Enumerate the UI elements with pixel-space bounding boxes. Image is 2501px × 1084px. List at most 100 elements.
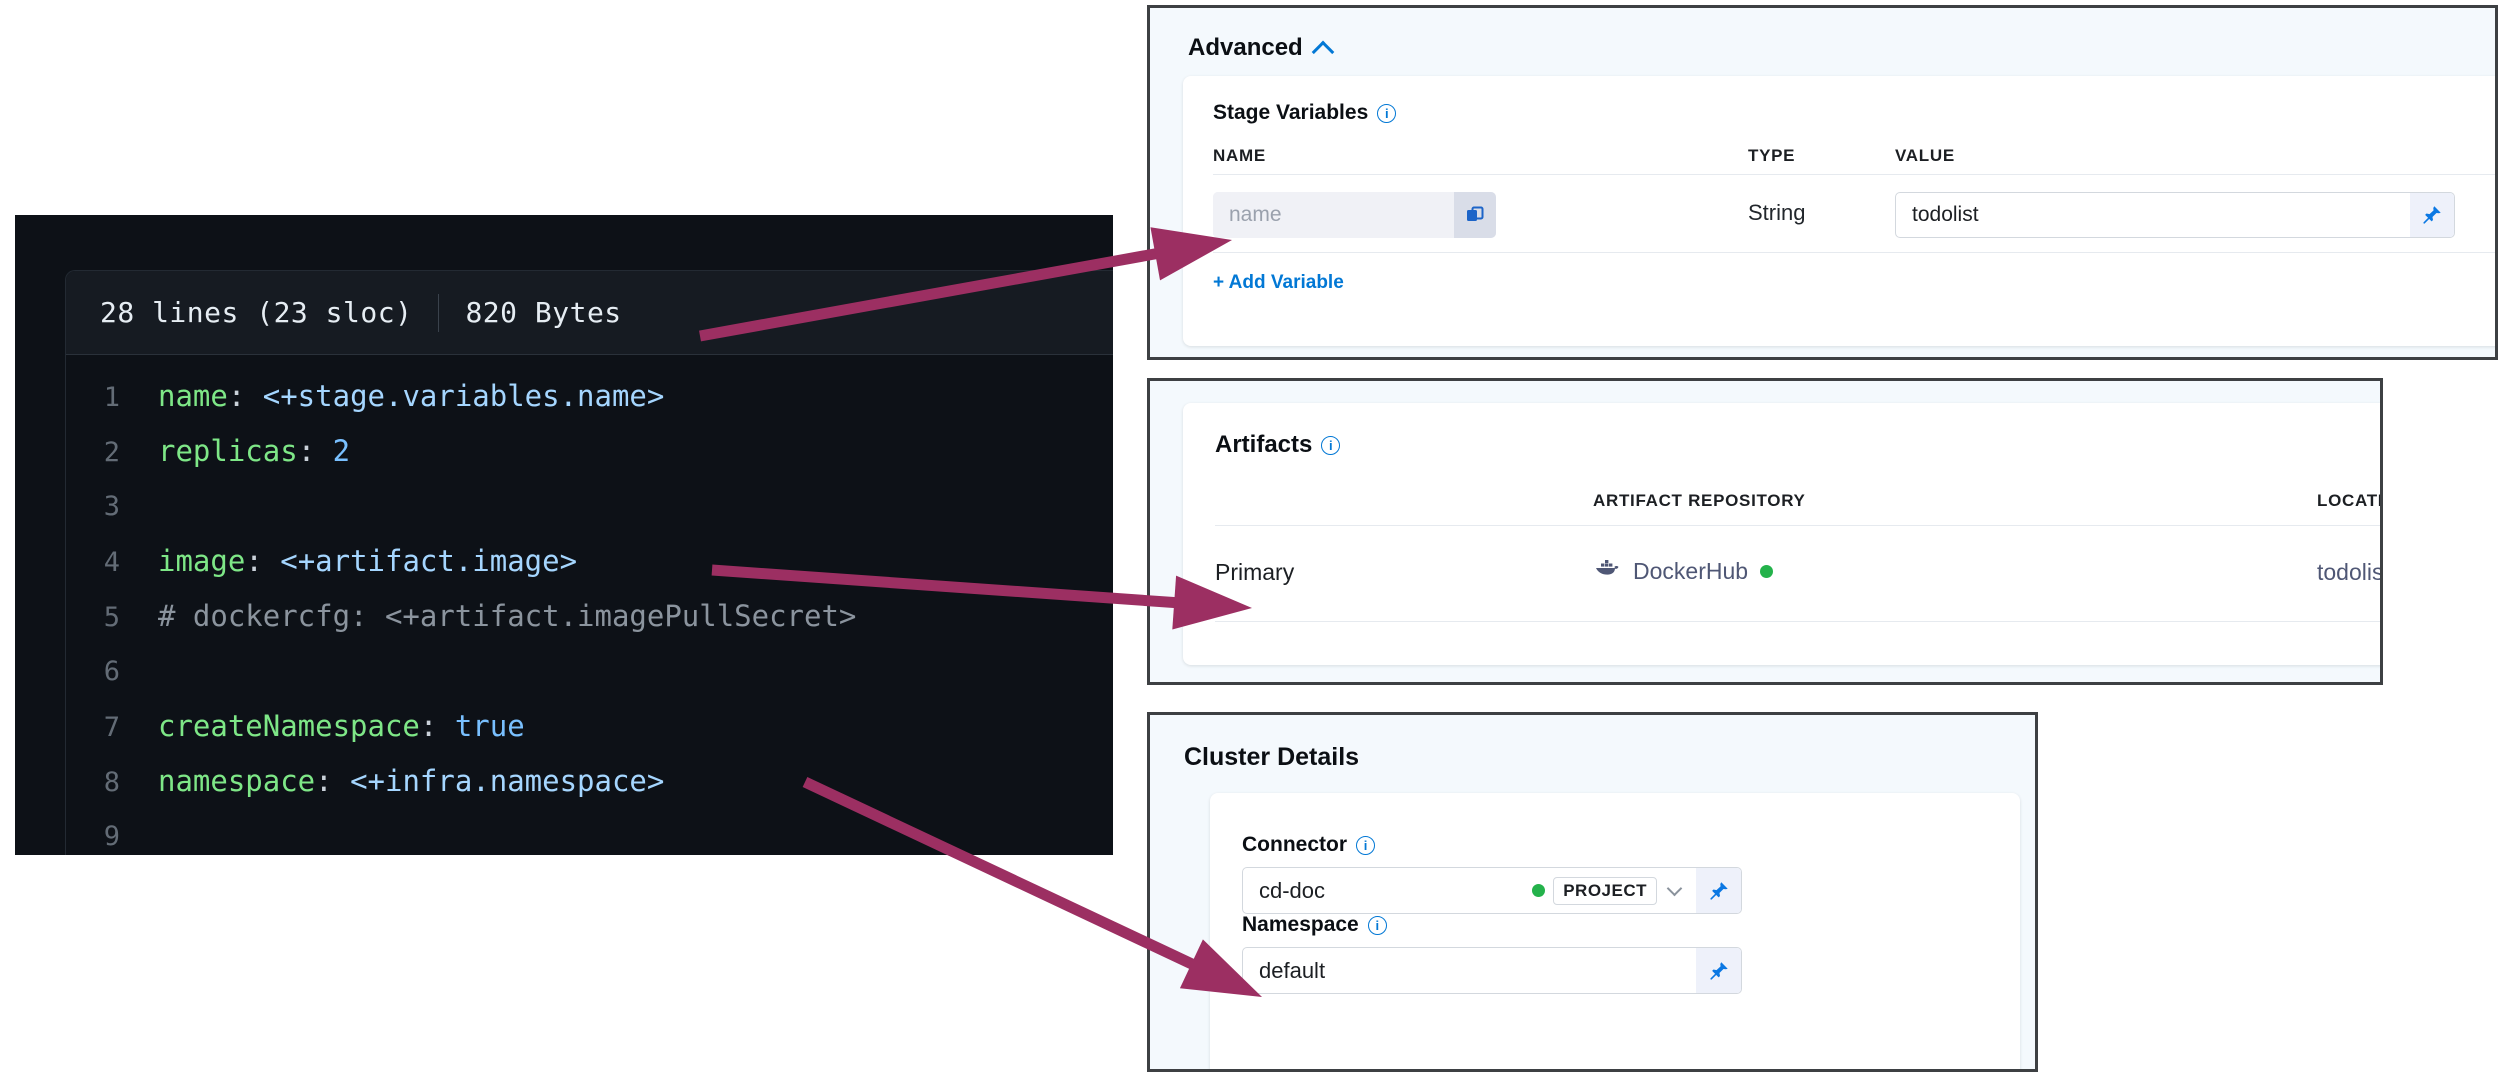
code-token-key: image (158, 544, 246, 578)
code-line-number: 6 (103, 656, 120, 687)
green-status-dot (1532, 884, 1546, 897)
code-token-value: <+stage.variables.name> (262, 379, 665, 413)
artifact-kind: Primary (1215, 559, 1295, 585)
advanced-section-screenshot: Advanced Stage Variables i NAME TYPE VAL… (1147, 5, 2498, 360)
artifacts-section-screenshot: Artifacts i ARTIFACT REPOSITORY LOCATION… (1147, 378, 2383, 685)
code-token-value: 2 (332, 434, 351, 468)
code-line-text: name: <+stage.variables.name> (158, 369, 664, 424)
code-line: 8 namespace: <+infra.namespace> (66, 754, 1113, 809)
stage-variables-card: Stage Variables i NAME TYPE VALUE name (1183, 76, 2495, 346)
artifacts-title-text: Artifacts (1215, 431, 1313, 458)
table-divider-bottom (1215, 621, 2380, 622)
variable-name-input[interactable]: name (1213, 192, 1496, 238)
column-header-value: VALUE (1895, 146, 1955, 165)
table-row[interactable]: Primary DockerHub (1215, 525, 2383, 621)
code-line-number: 9 (103, 821, 120, 852)
column-header-artifact-repository: ARTIFACT REPOSITORY (1593, 491, 1806, 510)
variable-value-input[interactable]: todolist (1895, 192, 2455, 238)
code-token-key: replicas (158, 434, 298, 468)
code-line-number: 7 (103, 712, 120, 743)
chevron-down-icon[interactable] (1666, 880, 1683, 896)
pin-icon[interactable] (1696, 948, 1741, 993)
code-line: 3 (66, 479, 1113, 534)
scope-chip: PROJECT (1553, 876, 1657, 905)
advanced-section-title: Advanced (1188, 34, 1303, 61)
namespace-label: Namespace i (1242, 913, 1387, 937)
code-line-text: image: <+artifact.image> (158, 534, 577, 589)
code-token-colon: : (297, 434, 333, 468)
code-token-key: createNamespace (158, 709, 420, 743)
code-token-colon: : (315, 764, 351, 798)
code-line-number: 3 (103, 491, 120, 522)
namespace-value: default (1259, 957, 1326, 983)
pin-icon[interactable] (1696, 868, 1741, 913)
variable-type-value: String (1748, 200, 1806, 225)
add-variable-button[interactable]: + Add Variable (1213, 272, 1344, 293)
artifact-location: todolist (2317, 559, 2383, 585)
advanced-section-header[interactable]: Advanced (1188, 34, 1335, 64)
code-token-comment: # dockercfg: <+artifact.imagePullSecret> (158, 599, 857, 633)
column-header-name: NAME (1213, 146, 1266, 165)
info-icon[interactable]: i (1321, 435, 1341, 455)
stage-variables-label-text: Stage Variables (1213, 101, 1369, 124)
code-line-text: createNamespace: true (158, 699, 525, 754)
connector-scope[interactable]: PROJECT (1532, 868, 1696, 913)
code-file-size: 820 Bytes (465, 296, 622, 329)
column-header-location: LOCATION (2317, 491, 2383, 510)
code-line-text: namespace: <+infra.namespace> (158, 754, 664, 809)
code-line-text: replicas: 2 (158, 424, 350, 479)
artifacts-title: Artifacts i (1215, 431, 1341, 459)
cluster-details-card: Connector i cd-doc PROJECT Name (1210, 793, 2020, 1069)
artifact-repository-cell: DockerHub (1593, 557, 1774, 585)
code-token-key: namespace (158, 764, 316, 798)
variable-value-text: todolist (1912, 203, 1979, 226)
code-token-colon: : (245, 544, 281, 578)
docker-whale-icon (1593, 557, 1621, 585)
code-token-colon: : (227, 379, 263, 413)
code-viewer-inner: 28 lines (23 sloc) 820 Bytes 1 name: <+st… (65, 270, 1113, 855)
code-token-value: <+infra.namespace> (350, 764, 665, 798)
namespace-label-text: Namespace (1242, 913, 1359, 936)
code-line-number: 4 (103, 547, 120, 578)
stage-variables-label: Stage Variables i (1213, 101, 1397, 125)
table-divider-bottom (1213, 252, 2495, 253)
table-divider-top (1213, 174, 2495, 175)
table-row: name String todolist (1213, 182, 2495, 250)
cluster-details-title: Cluster Details (1184, 743, 1360, 771)
cluster-details-screenshot: Cluster Details Connector i cd-doc PROJE… (1147, 712, 2038, 1072)
code-line: 7 createNamespace: true (66, 699, 1113, 754)
code-line-text: # dockercfg: <+artifact.imagePullSecret> (158, 589, 856, 644)
code-line-number: 8 (103, 767, 120, 798)
code-line: 4 image: <+artifact.image> (66, 534, 1113, 589)
artifacts-card: Artifacts i ARTIFACT REPOSITORY LOCATION… (1183, 403, 2383, 665)
connector-label-text: Connector (1242, 833, 1347, 856)
code-lines-count: 28 lines (23 sloc) (100, 296, 413, 329)
info-icon[interactable]: i (1356, 835, 1375, 855)
table-divider-top (1215, 525, 2380, 526)
code-viewer-header: 28 lines (23 sloc) 820 Bytes (66, 271, 1113, 355)
namespace-input[interactable]: default (1242, 947, 1742, 994)
column-header-type: TYPE (1748, 146, 1796, 165)
pin-icon[interactable] (2410, 193, 2454, 237)
code-line-number: 5 (103, 602, 120, 633)
code-token-colon: : (419, 709, 455, 743)
copy-icon[interactable] (1454, 192, 1496, 238)
connector-value: cd-doc (1259, 877, 1326, 903)
info-icon[interactable]: i (1367, 915, 1387, 935)
code-token-value: true (454, 709, 525, 743)
code-line-number: 1 (103, 382, 120, 413)
artifact-repository-name: DockerHub (1633, 557, 1749, 584)
code-line-number: 2 (103, 437, 120, 468)
green-status-dot (1760, 564, 1774, 578)
chevron-up-icon[interactable] (1311, 40, 1335, 64)
code-line: 1 name: <+stage.variables.name> (66, 369, 1113, 424)
code-line: 5 # dockercfg: <+artifact.imagePullSecret… (66, 589, 1113, 644)
code-line: 9 (66, 809, 1113, 855)
code-viewer-panel: 28 lines (23 sloc) 820 Bytes 1 name: <+st… (15, 215, 1113, 855)
info-icon[interactable]: i (1377, 103, 1397, 123)
connector-input[interactable]: cd-doc PROJECT (1242, 867, 1742, 914)
code-line: 6 (66, 644, 1113, 699)
